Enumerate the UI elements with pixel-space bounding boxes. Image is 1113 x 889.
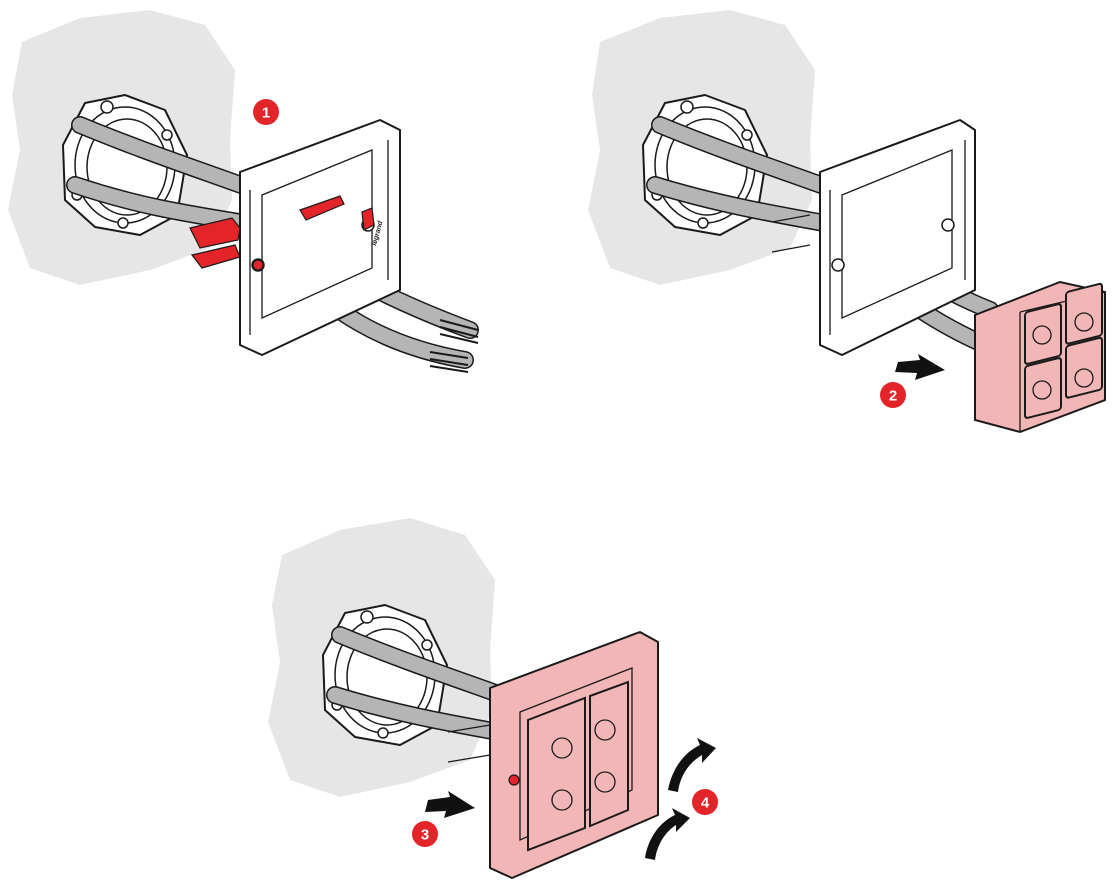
support-frame: legrand: [239, 119, 401, 356]
panel-step-3-4: 3 4: [268, 518, 718, 879]
support-frame: [771, 119, 976, 356]
fixing-claws: [189, 195, 375, 271]
step-number-4: 4: [701, 795, 710, 812]
panel-step-1: legrand 1: [8, 10, 479, 373]
push-arrow: [895, 354, 945, 380]
step-badge-1: 1: [253, 99, 279, 125]
step-number-3: 3: [421, 827, 429, 844]
panel-step-2: 2: [588, 10, 1106, 434]
step-badge-3: 3: [412, 821, 438, 847]
step-badge-4: 4: [692, 789, 718, 815]
step-badge-2: 2: [880, 382, 906, 408]
switch-module: [974, 280, 1106, 434]
step-number-2: 2: [889, 388, 897, 405]
step-number-1: 1: [262, 105, 270, 122]
push-arrow: [425, 791, 475, 818]
switch-assembly: [489, 631, 659, 879]
rotate-arrows: [645, 738, 716, 860]
